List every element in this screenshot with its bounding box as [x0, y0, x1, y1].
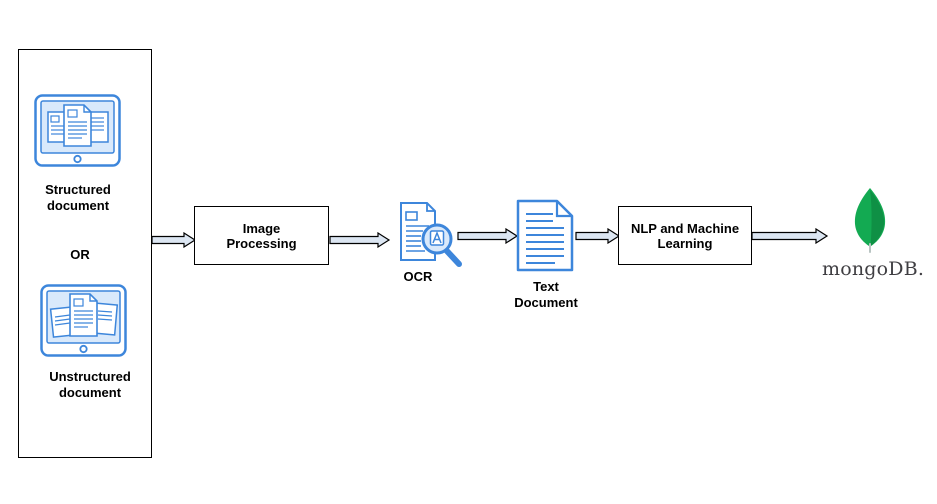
text-document-label: Text Document	[504, 279, 588, 311]
unstructured-label-line1: Unstructured	[49, 369, 131, 384]
ocr-label: OCR	[403, 269, 433, 284]
unstructured-document-label: Unstructured document	[38, 369, 142, 401]
structured-label-line1: Structured	[45, 182, 111, 197]
mongodb-wordmark: mongoDB.	[822, 258, 925, 280]
arrow-nlp-to-mongodb	[751, 228, 829, 244]
mongodb-leaf-icon	[854, 188, 886, 253]
text-document-line1: Text	[533, 279, 559, 294]
structured-document-label: Structured document	[30, 182, 126, 214]
unstructured-document-icon	[40, 284, 127, 357]
image-processing-box: Image Processing	[194, 206, 329, 265]
arrow-text-document-to-nlp	[575, 228, 621, 244]
arrow-input-to-image-processing	[151, 232, 197, 248]
image-processing-line1: Image	[242, 220, 281, 236]
or-label: OR	[70, 247, 90, 262]
image-processing-line2: Processing	[226, 235, 297, 251]
structured-document-icon	[34, 94, 121, 167]
ocr-icon	[400, 202, 462, 267]
nlp-line2: Learning	[657, 235, 713, 251]
text-document-icon	[516, 199, 574, 272]
nlp-line1: NLP and Machine	[630, 220, 740, 236]
arrow-ocr-to-text-document	[457, 228, 519, 244]
arrow-image-processing-to-ocr	[329, 232, 391, 248]
input-panel	[18, 49, 152, 458]
nlp-machine-learning-box: NLP and Machine Learning	[618, 206, 752, 265]
unstructured-label-line2: document	[58, 385, 122, 400]
text-document-line2: Document	[514, 295, 578, 310]
structured-label-line2: document	[46, 198, 110, 213]
